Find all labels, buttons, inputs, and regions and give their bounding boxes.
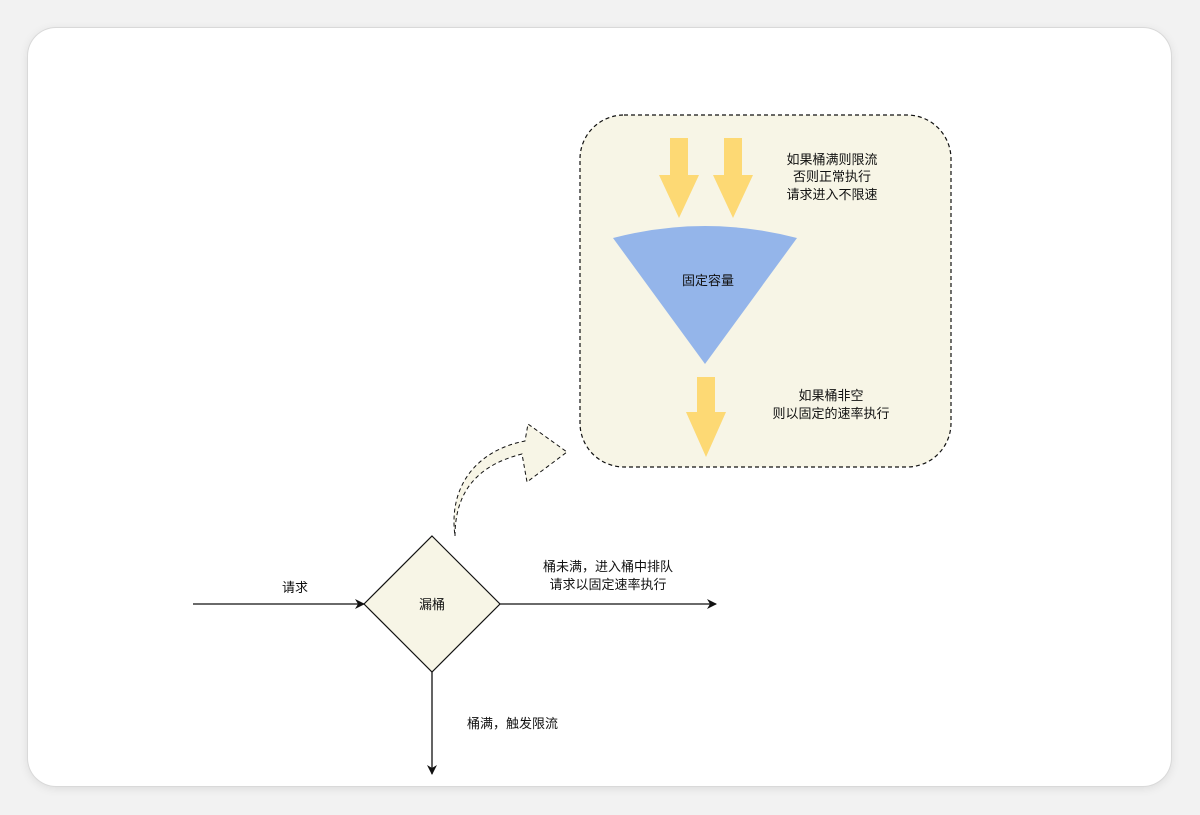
top-note-line-3: 请求进入不限速: [786, 188, 877, 203]
funnel-shape: [613, 226, 797, 364]
zoom-curved-arrow: [453, 423, 568, 537]
not-full-label-line-2: 请求以固定速率执行: [549, 577, 666, 593]
top-note-line-1: 如果桶满则限流: [786, 152, 877, 168]
not-full-label-line-1: 桶未满，进入桶中排队: [543, 560, 673, 575]
leaky-bucket-label: 漏桶: [419, 597, 445, 613]
incoming-arrow-left: [659, 138, 699, 218]
full-label: 桶满，触发限流: [467, 716, 558, 732]
outgoing-arrow: [686, 377, 726, 457]
top-note-line-2: 否则正常执行: [793, 170, 871, 185]
bottom-note-line-2: 则以固定的速率执行: [772, 406, 889, 422]
funnel-capacity-label: 固定容量: [682, 273, 734, 289]
request-label: 请求: [282, 581, 308, 596]
bottom-note-line-1: 如果桶非空: [798, 388, 863, 404]
incoming-arrow-right: [713, 138, 753, 218]
detail-panel: [579, 114, 952, 468]
